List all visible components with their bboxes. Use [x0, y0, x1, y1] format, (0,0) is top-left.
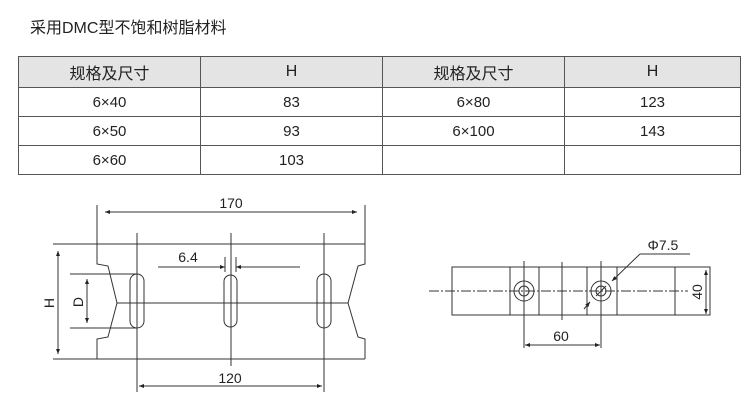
cell — [382, 145, 565, 175]
cell: 103 — [200, 145, 383, 175]
cell: 93 — [200, 116, 383, 146]
dim-thickness: 40 — [689, 284, 705, 300]
cell: 6×40 — [18, 87, 201, 117]
dim-hole-diameter: Φ7.5 — [648, 237, 679, 253]
cell: 83 — [200, 87, 383, 117]
page-title: 采用DMC型不饱和树脂材料 — [30, 20, 227, 37]
dim-depth: D — [70, 297, 86, 307]
cell: 6×100 — [382, 116, 565, 146]
header-h-2: H — [564, 56, 741, 88]
dim-width: 170 — [219, 195, 243, 211]
side-view — [429, 253, 711, 348]
dim-height: H — [41, 298, 57, 308]
header-size-2: 规格及尺寸 — [382, 56, 565, 88]
dim-slot-pitch: 120 — [218, 370, 242, 386]
dim-hole-pitch: 60 — [553, 328, 569, 344]
cell — [564, 145, 741, 175]
dim-slot-width: 6.4 — [178, 249, 198, 265]
front-view — [53, 205, 366, 392]
header-h: H — [200, 56, 383, 88]
table-header: 规格及尺寸 H 规格及尺寸 H — [18, 56, 741, 88]
